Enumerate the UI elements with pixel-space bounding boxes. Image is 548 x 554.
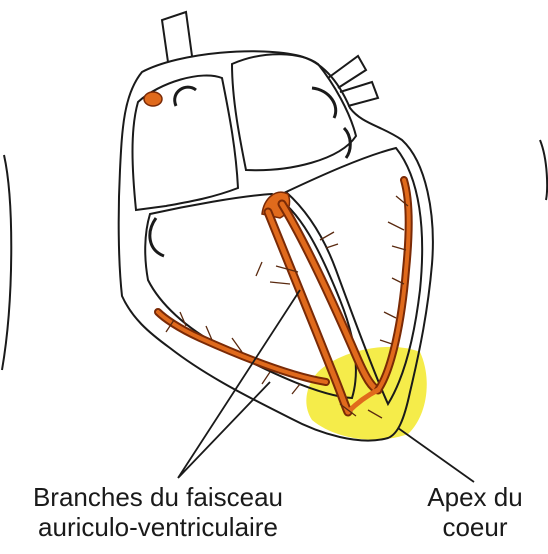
right-edge-curve [540,140,547,200]
apex-label: Apex du coeur [400,482,548,542]
valve-curl [312,88,336,118]
valve-curl [175,87,196,106]
aorta-vessel [162,12,192,62]
apex-label-line1: Apex du [400,482,548,512]
valve-curl [344,128,350,158]
branches-label: Branches du faisceau auriculo-ventricula… [8,482,308,542]
apex-leader-line [398,428,474,482]
branches-leader-line [178,290,300,478]
left-edge-curve [2,155,11,370]
valve-curl [150,218,164,256]
apex-label-line2: coeur [400,512,548,542]
sinoatrial-node [144,92,162,106]
branches-label-line1: Branches du faisceau [8,482,308,512]
branches-label-line2: auriculo-ventriculaire [8,512,308,542]
